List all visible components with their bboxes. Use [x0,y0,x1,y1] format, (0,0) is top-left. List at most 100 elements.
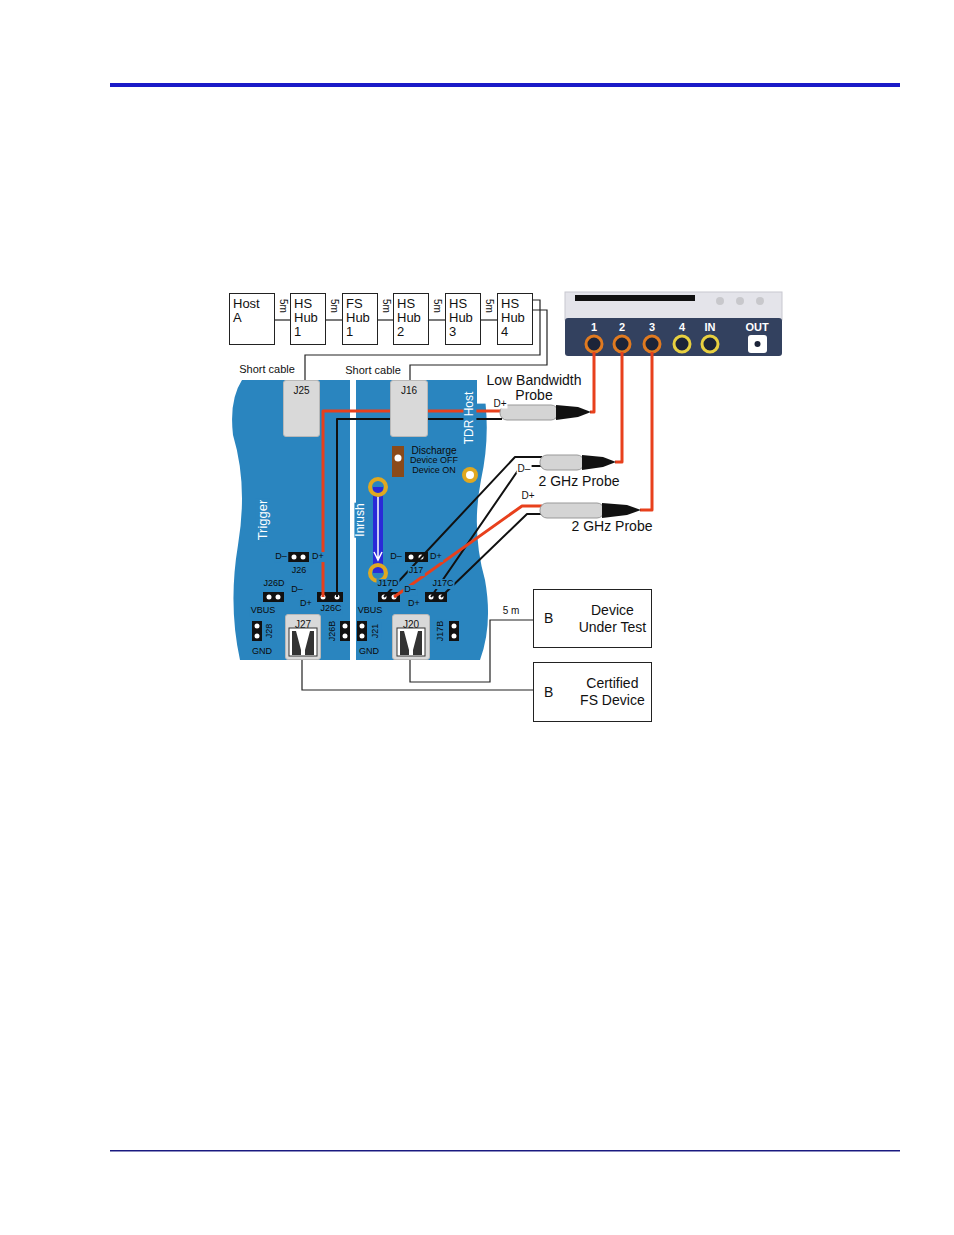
cable [302,660,533,690]
header-name: J26 [291,566,308,576]
node-label: B [544,610,564,627]
channel-number: 1 [590,321,598,333]
node-label: HS Hub 3 [449,297,477,339]
cable [429,319,445,320]
cable [326,319,342,320]
hub-box: HS Hub 2 [393,293,429,345]
switch-label: Device OFF [409,456,459,466]
pin-name: D+ [407,599,421,609]
inrush-pad [370,479,386,495]
probe-label: 2 GHz Probe [571,519,654,534]
scope-slot [575,295,695,301]
channel-jack [644,336,660,352]
pin-name: D– [403,585,417,595]
hub-box: HS Hub 3 [445,293,481,345]
pin-header [317,592,343,602]
scope-knob [736,297,744,305]
signal-name: D+ [520,490,535,501]
channel-jack [614,336,630,352]
pin [343,634,348,639]
output-jack [748,335,767,353]
cable-label: 5m [277,298,288,314]
cable [378,319,393,320]
pin-header [263,592,284,602]
scope-top [565,292,782,320]
probe-lead [441,514,542,597]
node-label: HS Hub 2 [397,297,425,339]
inrush-arrow [374,497,382,560]
cable [275,319,290,320]
header-name: J17C [431,579,454,589]
device-box: BCertified FS Device [533,662,652,722]
pin-name: GND [358,647,380,657]
scope-cable [615,352,622,462]
switch-knob [395,455,402,462]
pin-header [340,621,350,641]
pin [292,555,297,560]
usb-contacts [400,631,422,655]
pin-name: D+ [429,552,443,562]
inrush-jumper [373,487,383,573]
input-jack [702,336,718,352]
cable-label: 5m [380,298,391,314]
pin [255,634,260,639]
test-fixture [232,380,488,660]
jumper-label: Inrush [354,502,367,537]
header-rule [110,83,900,87]
tdr-host-board [356,380,488,660]
cable-label: 5m [329,298,340,314]
pin [360,624,365,629]
node-label: B [544,684,564,701]
pin-name: D+ [299,599,313,609]
pin-name: GND [251,647,273,657]
hub-box: HS Hub 4 [497,293,533,345]
node-label: J25 [284,385,319,396]
pin-header [288,552,309,562]
probe-lead [337,419,502,597]
pin [452,634,457,639]
output-pin [755,341,761,347]
channel-number: 3 [648,321,656,333]
pin-header [449,621,459,641]
probe-tip [556,405,591,420]
node-body: Device Under Test [578,602,647,636]
pin [255,624,260,629]
probes [500,405,641,518]
scope-knob [756,297,764,305]
scope-panel [565,318,782,356]
board-name: TDR Host [463,391,476,446]
pin [409,555,414,560]
pin [360,634,365,639]
channel-jack [586,336,602,352]
cable-label: 5m [432,298,443,314]
usb-receptacle [397,628,425,656]
probe-body [500,405,558,420]
header-name: J26B [328,620,338,643]
pin-header [252,621,262,641]
pin [267,595,272,600]
cable [481,319,497,320]
header-name: J17B [436,620,446,643]
output-label: OUT [744,321,769,333]
connector-box: J16 [390,380,428,437]
probe-body [540,455,584,470]
trigger-board [232,380,350,660]
pin-name: VBUS [357,606,384,616]
pin [276,595,281,600]
node-label: HS Hub 1 [294,297,322,339]
cable-label: Short cable [344,364,402,376]
node-label: FS Hub 1 [346,297,374,339]
switch-label: Device ON [411,466,457,476]
pin-name: VBUS [250,606,277,616]
header-name: J21 [371,623,381,640]
channel-number: 4 [678,321,686,333]
connector-box: J25 [283,380,320,437]
switch-label: Discharge [410,445,457,456]
scope-knob [716,297,724,305]
signal-name: D– [517,463,532,474]
probe-tip [602,503,641,518]
probe-body [540,503,604,518]
